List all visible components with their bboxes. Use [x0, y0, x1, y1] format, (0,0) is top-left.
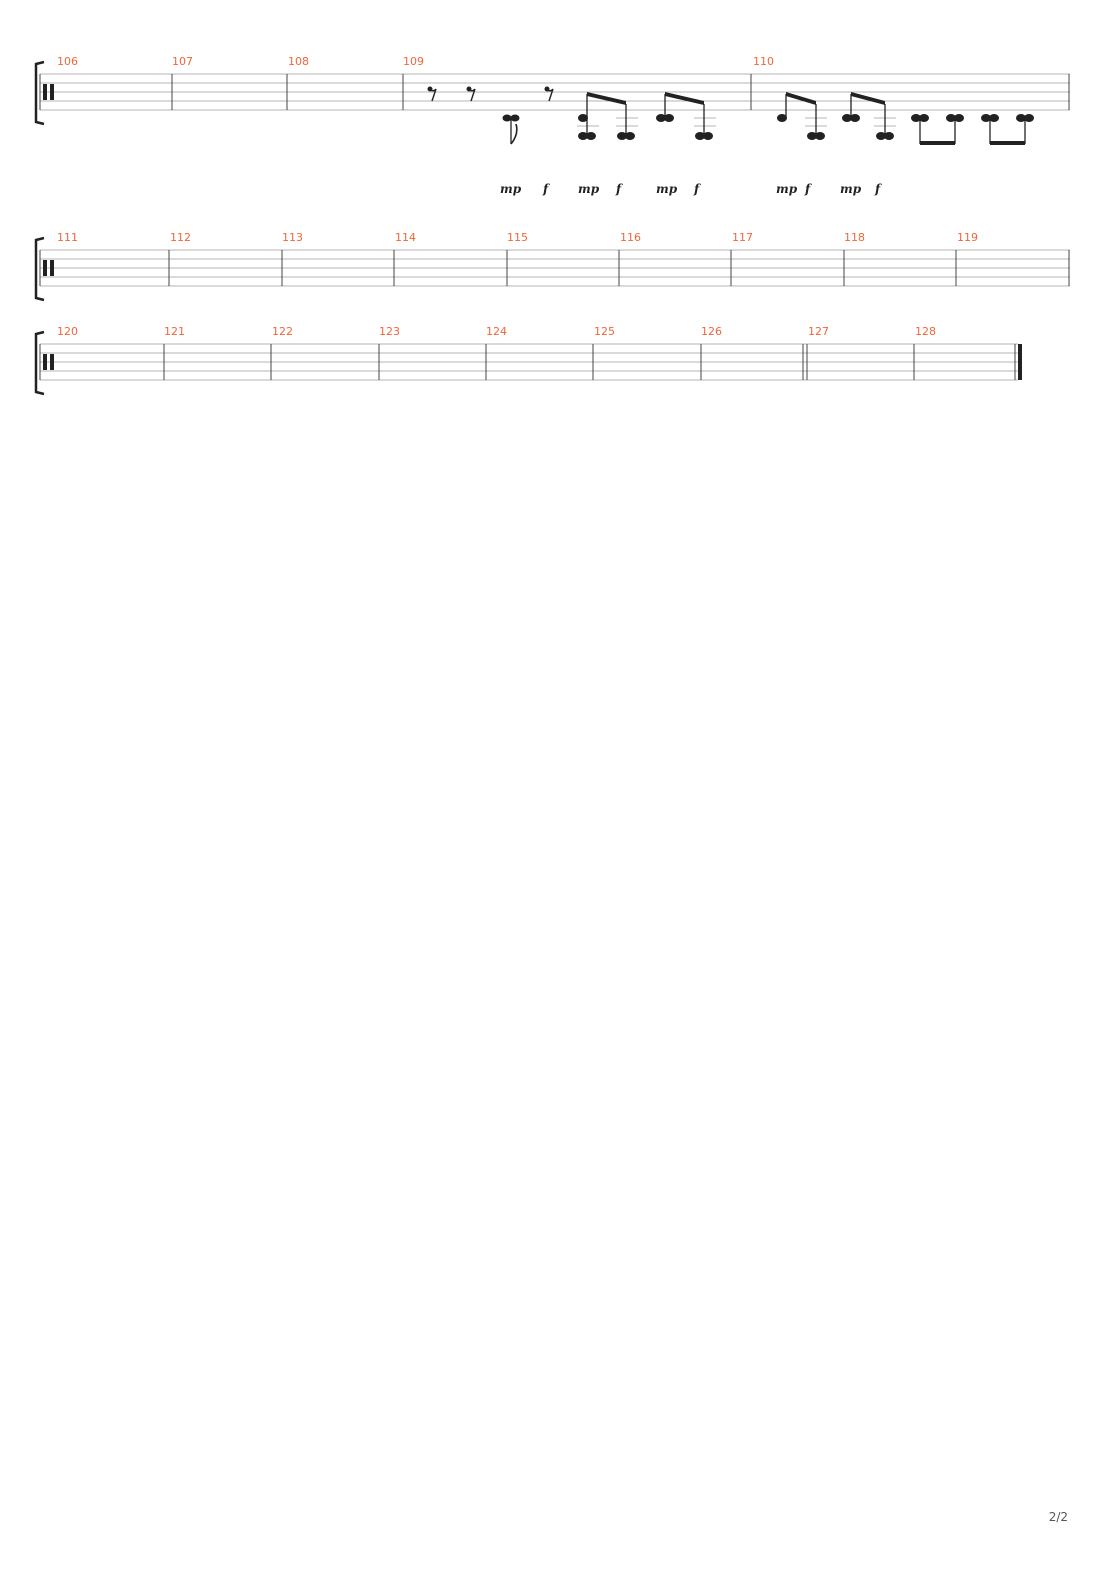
dynamic-marking: mp [656, 182, 678, 196]
measure-number: 107 [172, 55, 193, 68]
measure-number: 128 [915, 325, 936, 338]
page-number: 2/2 [1048, 1510, 1068, 1524]
measure-number: 117 [732, 231, 753, 244]
system-1: 106 107 108 109 110 [34, 55, 1070, 196]
percussion-clef-icon [43, 260, 47, 276]
measure-number: 121 [164, 325, 185, 338]
system-2: 111 112 113 114 115 116 117 118 119 [34, 231, 1070, 302]
measure-number: 113 [282, 231, 303, 244]
beamed-note-group [777, 92, 827, 140]
system-bracket [34, 236, 45, 302]
measure-number: 120 [57, 325, 78, 338]
measure-number: 122 [272, 325, 293, 338]
measure-number: 114 [395, 231, 416, 244]
beamed-note-group [842, 92, 896, 140]
beamed-note-group [656, 92, 716, 140]
beamed-note-group [577, 92, 638, 140]
beamed-note-group [981, 114, 1034, 145]
dynamic-marking: f [542, 182, 550, 196]
measure-number: 116 [620, 231, 641, 244]
dynamic-marking: mp [776, 182, 798, 196]
system-bracket [34, 60, 45, 126]
eighth-note-chord [502, 114, 520, 145]
dynamic-marking: mp [500, 182, 522, 196]
dynamic-marking: f [615, 182, 623, 196]
dynamic-marking: mp [840, 182, 862, 196]
measure-number: 111 [57, 231, 78, 244]
dynamic-marking: f [804, 182, 812, 196]
eighth-rest-icon [544, 86, 554, 102]
measure-number: 126 [701, 325, 722, 338]
measure-number: 106 [57, 55, 78, 68]
measure-number: 125 [594, 325, 615, 338]
measure-number: 112 [170, 231, 191, 244]
eighth-rest-icon [466, 86, 476, 102]
measure-number: 124 [486, 325, 507, 338]
measure-number: 123 [379, 325, 400, 338]
system-bracket [34, 330, 45, 396]
measure-number: 127 [808, 325, 829, 338]
final-barline [1018, 344, 1022, 380]
measure-number: 109 [403, 55, 424, 68]
dynamic-marking: f [693, 182, 701, 196]
dynamic-marking: mp [578, 182, 600, 196]
measure-number: 110 [753, 55, 774, 68]
percussion-clef-icon [43, 84, 47, 100]
eighth-rest-icon [427, 86, 437, 102]
system-3: 120 121 122 123 124 125 126 127 128 [34, 325, 1022, 396]
measure-number: 115 [507, 231, 528, 244]
beamed-note-group [911, 114, 964, 145]
measure-number: 119 [957, 231, 978, 244]
measure-number: 108 [288, 55, 309, 68]
percussion-clef-icon [43, 354, 47, 370]
measure-number: 118 [844, 231, 865, 244]
dynamic-marking: f [874, 182, 882, 196]
